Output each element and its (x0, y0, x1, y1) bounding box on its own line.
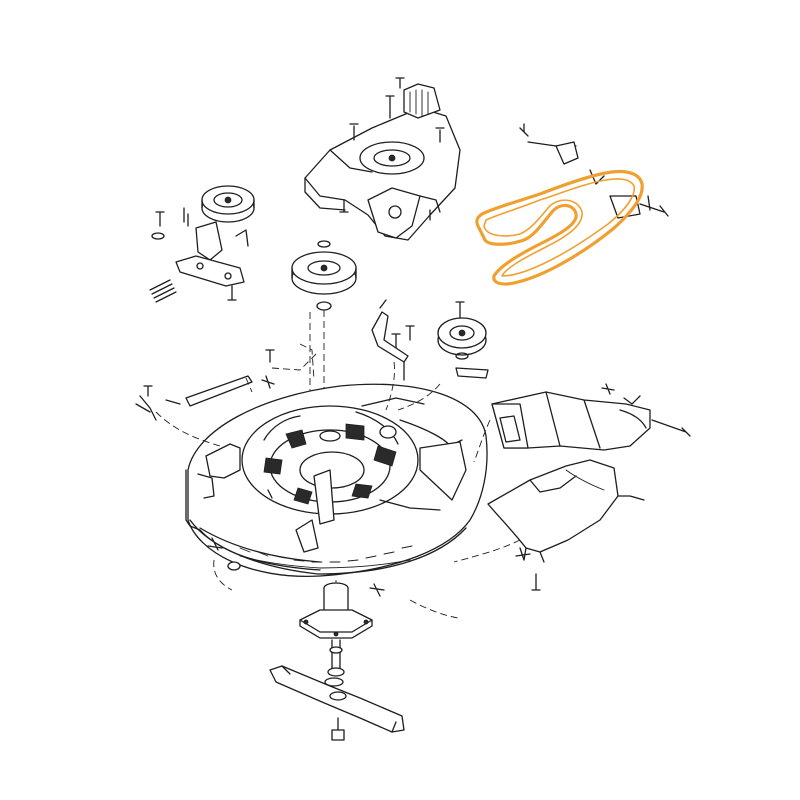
adjustment-link-right[interactable] (371, 299, 415, 381)
mower-blade[interactable] (269, 665, 405, 741)
idler-pulley-right[interactable] (437, 301, 489, 379)
assembly-guide-lines (155, 343, 521, 619)
discharge-chute[interactable] (491, 383, 691, 451)
spindle-housing[interactable] (299, 582, 373, 687)
mower-deck-housing[interactable] (185, 383, 488, 597)
drive-belt[interactable] (475, 169, 644, 286)
center-spindle-pulley[interactable] (291, 240, 357, 460)
adjustment-link-left[interactable] (135, 349, 275, 421)
engine-mount-bracket[interactable] (304, 77, 461, 241)
idler-pulley-assembly-left[interactable] (149, 185, 255, 303)
belt-guide-bracket[interactable] (519, 123, 669, 219)
deflector-shield[interactable] (487, 459, 645, 591)
